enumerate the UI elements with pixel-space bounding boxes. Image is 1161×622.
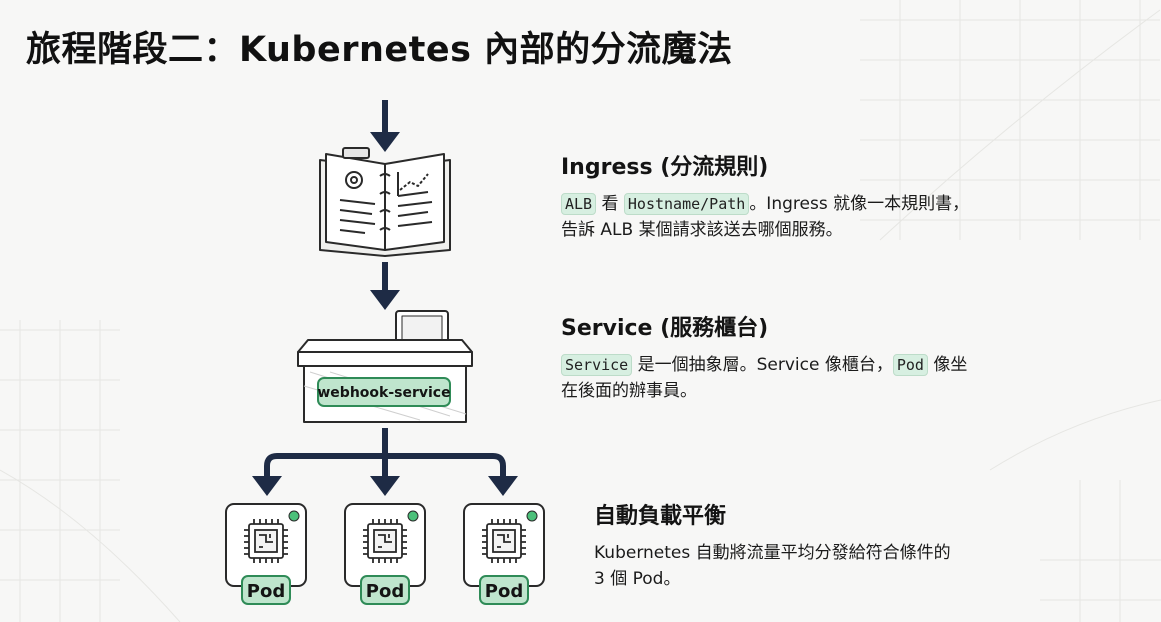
pod-card: Pod (463, 503, 545, 605)
status-dot (407, 510, 419, 522)
status-dot (288, 510, 300, 522)
cpu-chip-icon (363, 519, 407, 563)
ingress-text-3: 告訴 ALB 某個請求該送去哪個服務。 (561, 220, 843, 240)
page-title: 旅程階段二：Kubernetes 內部的分流魔法 (26, 30, 733, 70)
cpu-chip-icon (482, 519, 526, 563)
code-pod: Pod (892, 354, 928, 376)
service-text-1: 是一個抽象層。Service 像櫃台， (632, 355, 893, 375)
balancing-text-1: Kubernetes 自動將流量平均分發給符合條件的 (594, 543, 951, 563)
ingress-section: Ingress (分流規則) ALB 看 Hostname/Path。Ingre… (561, 153, 969, 243)
service-heading: Service (服務櫃台) (561, 316, 769, 341)
code-hostname-path: Hostname/Path (623, 193, 750, 215)
ingress-text-2: 。Ingress 就像一本規則書， (749, 194, 970, 214)
balancing-heading: 自動負載平衡 (594, 504, 727, 529)
pod-label: Pod (247, 581, 285, 602)
code-service: Service (561, 354, 633, 376)
service-section: Service (服務櫃台) Service 是一個抽象層。Service 像櫃… (561, 314, 967, 404)
status-dot (526, 510, 538, 522)
pod-label: Pod (485, 581, 523, 602)
pod-card: Pod (344, 503, 426, 605)
pod-card: Pod (225, 503, 307, 605)
code-alb: ALB (561, 193, 597, 215)
pod-label: Pod (366, 581, 404, 602)
balancing-section: 自動負載平衡 Kubernetes 自動將流量平均分發給符合條件的 3 個 Po… (594, 502, 951, 592)
balancing-text-2: 3 個 Pod。 (594, 569, 681, 589)
ingress-heading: Ingress (分流規則) (561, 155, 769, 180)
cpu-chip-icon (244, 519, 288, 563)
arrow-ingress-to-service (370, 262, 400, 310)
service-text-3: 在後面的辦事員。 (561, 381, 697, 401)
service-badge: webhook-service (317, 377, 451, 407)
service-badge-label: webhook-service (317, 385, 450, 401)
ingress-text-1: 看 (596, 194, 624, 214)
balancing-description: Kubernetes 自動將流量平均分發給符合條件的 3 個 Pod。 (594, 540, 951, 592)
arrow-service-to-pods (252, 428, 518, 496)
ingress-description: ALB 看 Hostname/Path。Ingress 就像一本規則書， 告訴 … (561, 191, 969, 243)
rulebook-icon (319, 147, 451, 257)
service-description: Service 是一個抽象層。Service 像櫃台，Pod 像坐 在後面的辦事… (561, 352, 967, 404)
service-text-2: 像坐 (927, 355, 968, 375)
arrow-into-ingress (370, 100, 400, 152)
